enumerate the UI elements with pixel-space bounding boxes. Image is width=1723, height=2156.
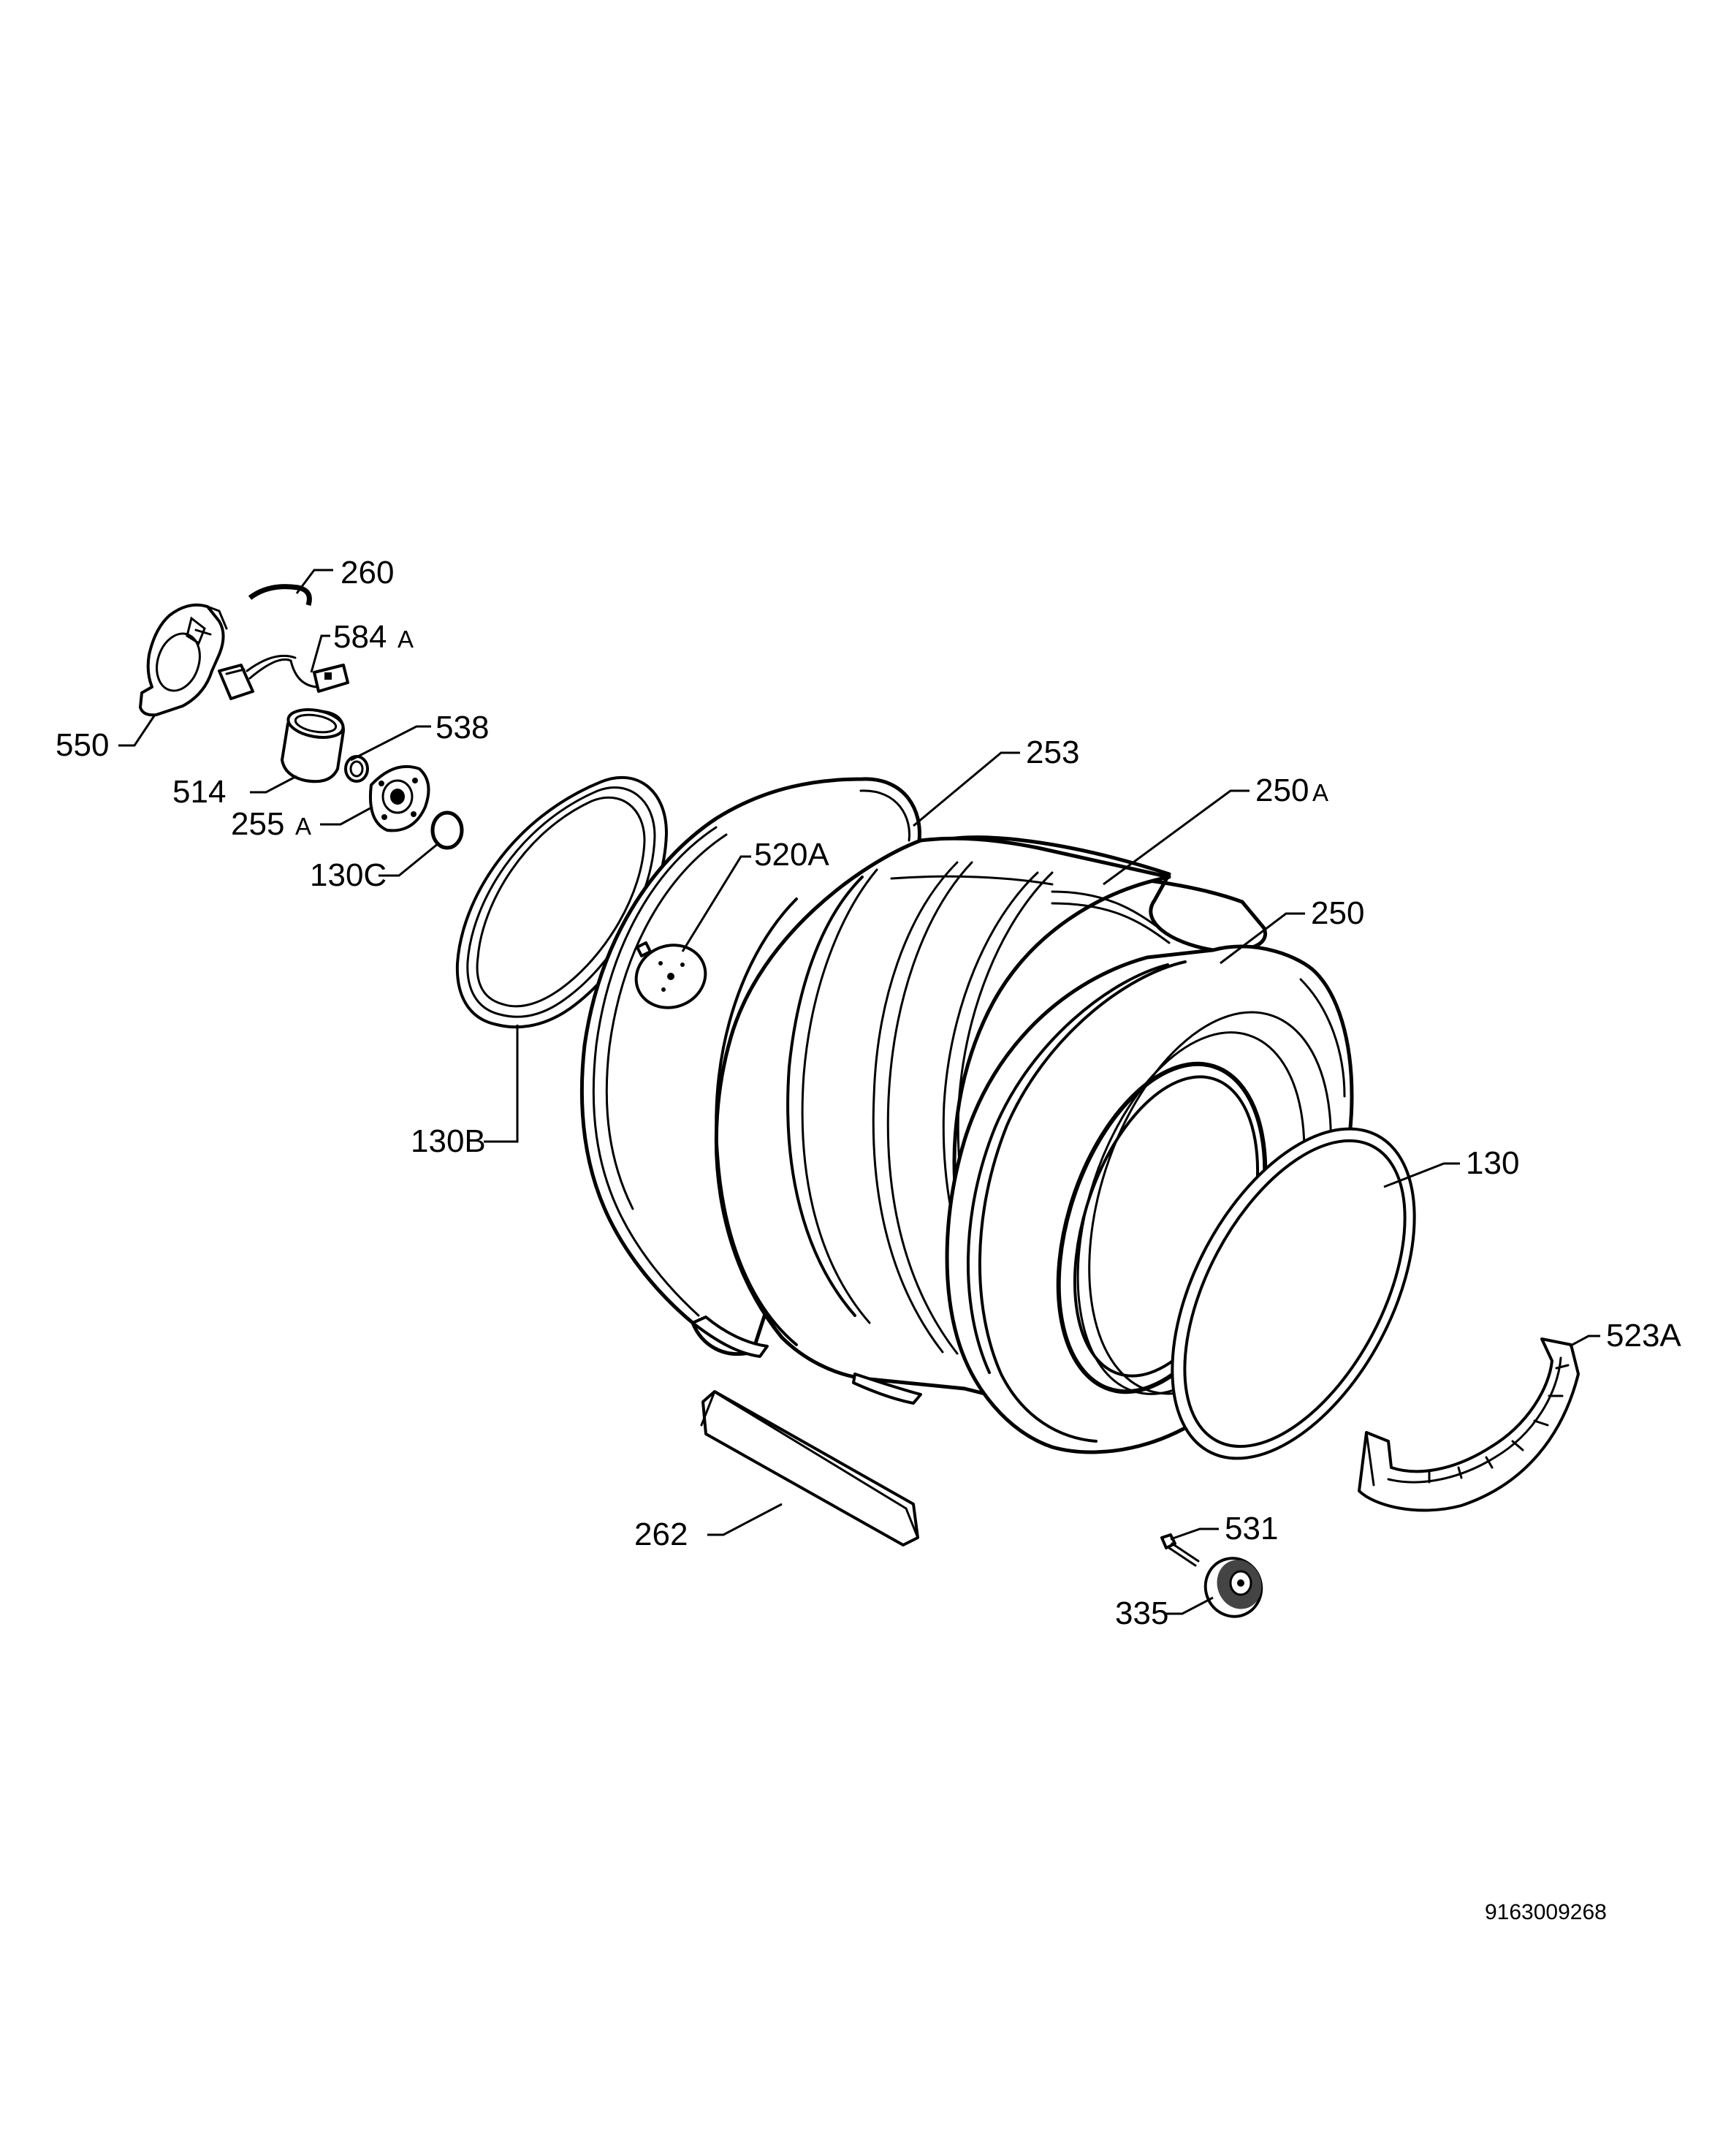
leader-lines (118, 569, 1600, 1615)
part-550-bracket (139, 603, 228, 717)
part-260-clip (248, 584, 312, 607)
part-255A-flange (369, 764, 430, 832)
label-253: 253 (1026, 735, 1079, 770)
part-523A-slide (1358, 1337, 1580, 1512)
label-550: 550 (56, 727, 109, 763)
label-584A: 584 (333, 619, 387, 655)
label-514: 514 (172, 774, 226, 810)
label-130C: 130C (310, 857, 387, 893)
label-260: 260 (341, 555, 394, 591)
label-250A-suffix: A (1312, 779, 1328, 806)
label-520A: 520A (754, 837, 829, 873)
label-130: 130 (1466, 1145, 1519, 1181)
part-262-bar (700, 1390, 919, 1546)
part-335-wheel (1203, 1557, 1263, 1618)
label-255A: 255 (231, 806, 284, 842)
part-250-front-drum (945, 944, 1354, 1454)
callout-labels: 260 584 A 550 538 514 255 A 130C 253 250… (56, 555, 1681, 1631)
label-335: 335 (1115, 1595, 1168, 1631)
label-262: 262 (634, 1517, 688, 1552)
document-number: 9163009268 (1485, 1900, 1607, 1924)
label-523A: 523A (1606, 1318, 1681, 1354)
part-250A-drum-band (714, 835, 1268, 1420)
label-250: 250 (1311, 895, 1364, 931)
part-531-screw (1160, 1533, 1200, 1567)
label-250A: 250 (1255, 773, 1309, 808)
part-520A-boss (634, 941, 707, 1009)
label-255A-suffix: A (295, 813, 311, 840)
part-130-seal-ring (1171, 1127, 1416, 1460)
part-514-sleeve (281, 708, 345, 783)
label-538: 538 (435, 710, 489, 745)
label-584A-suffix: A (398, 626, 414, 653)
part-584A-sensor (218, 654, 349, 700)
label-531: 531 (1225, 1511, 1278, 1546)
part-538-ring (344, 755, 369, 783)
label-130B: 130B (411, 1123, 486, 1159)
part-130C-ring (430, 811, 464, 850)
